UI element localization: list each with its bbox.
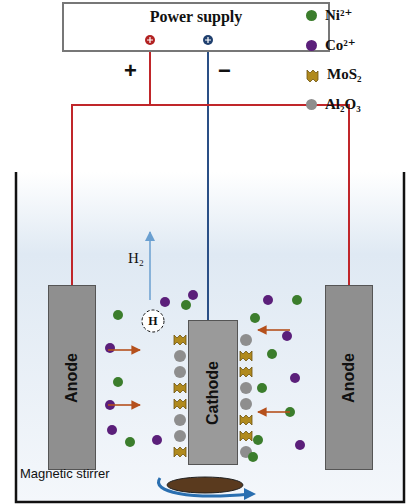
mos2-particle (174, 383, 186, 393)
migration-arrow (108, 404, 140, 406)
mos2-particle (174, 335, 186, 345)
terminal-mark (147, 37, 153, 43)
anode-electrode: Anode (325, 285, 373, 470)
ion-dot (253, 435, 263, 445)
ion-dot (113, 377, 123, 387)
al2o3-particle (240, 382, 252, 394)
wire (72, 52, 150, 285)
ion-dot (290, 373, 300, 383)
legend-entry: Co²⁺ (306, 36, 356, 54)
wire (207, 52, 209, 320)
legend-text: MoS₂ (327, 66, 362, 83)
polarity-sign: + (124, 58, 137, 84)
legend-swatch (306, 99, 317, 110)
ion-dot (160, 297, 170, 307)
anode-electrode: Anode (48, 285, 96, 470)
legend-swatch (306, 10, 317, 21)
legend-symbol (306, 68, 319, 82)
ion-dot (292, 295, 302, 305)
mos2-particle (240, 367, 252, 377)
gas-label: H₂ (128, 250, 144, 267)
mos2-particle (240, 431, 252, 441)
al2o3-particle (240, 398, 252, 410)
al2o3-particle (174, 366, 186, 378)
power-supply-face (62, 2, 330, 52)
beaker (16, 172, 404, 502)
legend-text: Al₂O₃ (325, 96, 361, 113)
ion-dot (250, 313, 260, 323)
mos2-particle (174, 447, 186, 457)
ion-dot (248, 452, 258, 462)
node-label: Power supply (150, 8, 243, 26)
stirrer-rotation (158, 478, 250, 496)
migration-arrow (258, 329, 290, 331)
node-label: Cathode (204, 361, 222, 425)
ion-dot (263, 295, 273, 305)
al2o3-particle (174, 414, 186, 426)
positive-terminal (145, 35, 155, 45)
legend-entry: Ni²⁺ (306, 6, 352, 24)
stirrer-bar (167, 477, 243, 493)
ion-dot (188, 290, 198, 300)
mos2-particle (240, 351, 252, 361)
al2o3-particle (174, 350, 186, 362)
ion-dot (257, 383, 267, 393)
ion-dot (152, 435, 162, 445)
cathode-electrode: Cathode (188, 320, 238, 465)
legend-entry: Al₂O₃ (306, 96, 361, 113)
mos2-particle (174, 399, 186, 409)
ion-dot (125, 437, 135, 447)
hydrogen-arrow (149, 232, 151, 300)
ion-dot (113, 310, 123, 320)
migration-arrow (258, 411, 290, 413)
atom-label: H (148, 314, 157, 329)
terminal-mark (205, 37, 211, 43)
ion-dot (267, 349, 277, 359)
ion-dot (105, 343, 115, 353)
mos2-particle (240, 415, 252, 425)
legend-swatch (306, 40, 317, 51)
al2o3-particle (174, 430, 186, 442)
ion-dot (181, 300, 191, 310)
hydrogen-atom (142, 310, 164, 332)
legend-text: Co²⁺ (325, 36, 356, 54)
polarity-sign: − (218, 58, 231, 84)
node-label: Anode (63, 353, 81, 403)
negative-terminal (203, 35, 213, 45)
part-name: Magnetic stirrer (20, 466, 110, 481)
wire (150, 52, 349, 285)
legend-entry: MoS₂ (306, 66, 362, 83)
electrolyte (16, 172, 404, 502)
ion-dot (107, 425, 117, 435)
stirrer-rotation-head (244, 488, 256, 500)
power-supply-box: Power supply (62, 2, 330, 52)
migration-arrow (108, 349, 140, 351)
legend-text: Ni²⁺ (325, 6, 352, 24)
al2o3-particle (240, 334, 252, 346)
ion-dot (295, 440, 305, 450)
ion-dot (282, 331, 292, 341)
node-label: Anode (340, 353, 358, 403)
